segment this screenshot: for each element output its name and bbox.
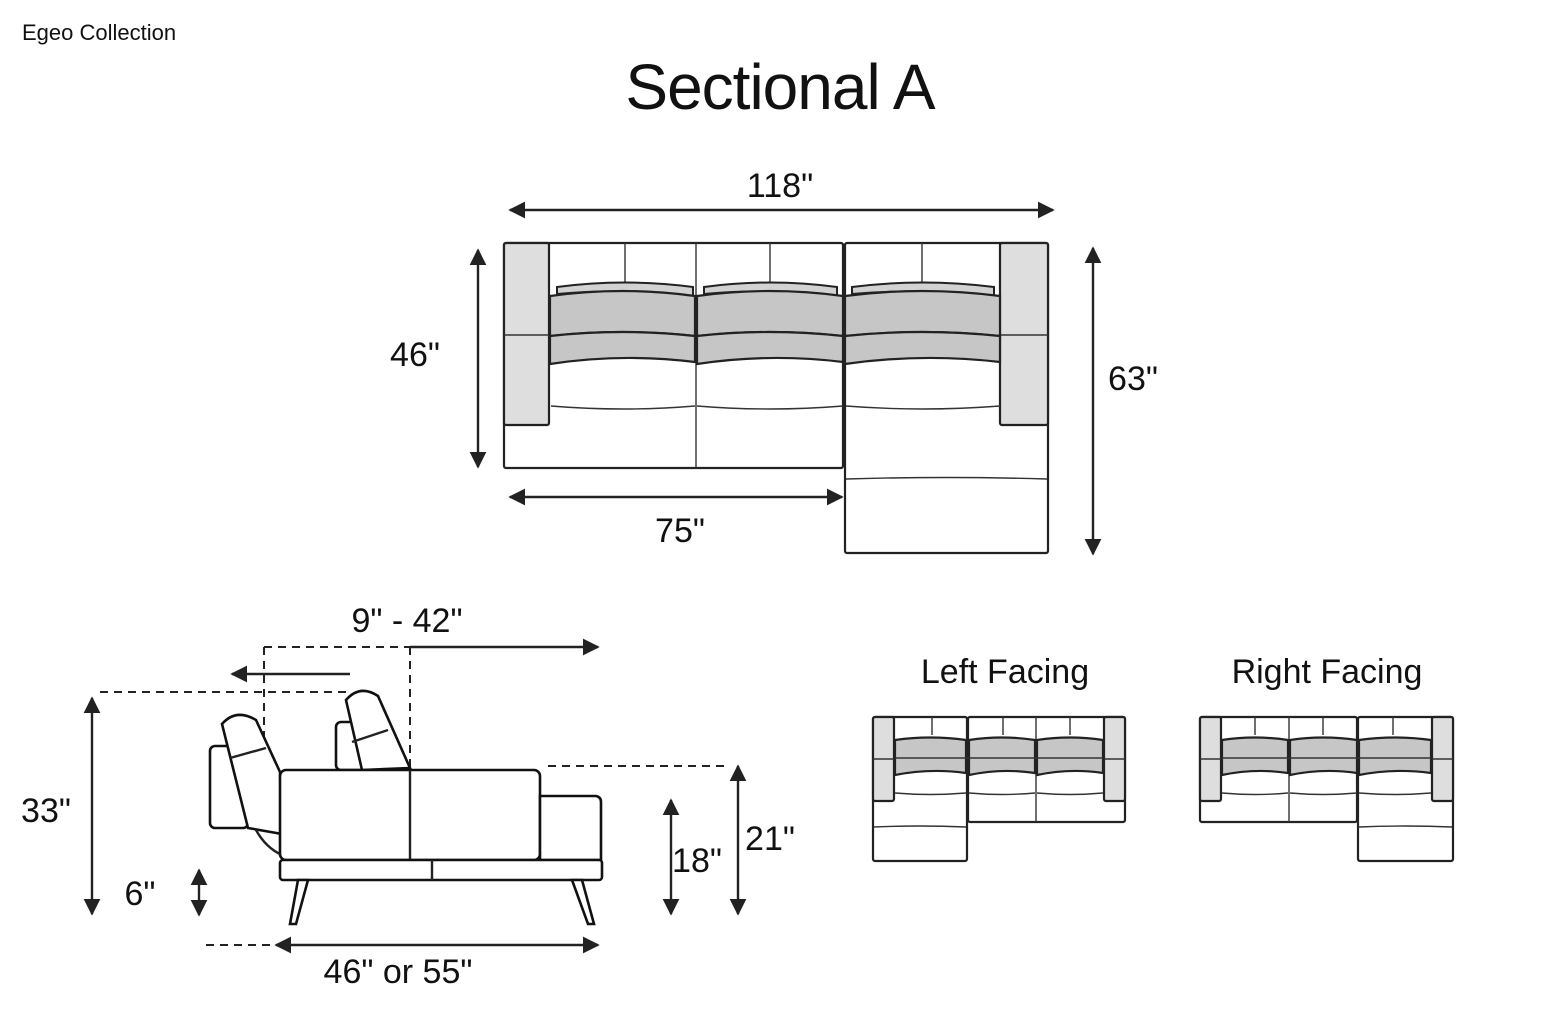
brand-name: Egeo Collection [22,20,177,45]
dimension-seat-height: 18" [672,842,722,880]
back-cushion [548,289,697,338]
dimension-leg-height: 6" [125,875,156,913]
front-leg [288,878,310,926]
back-leg [570,878,596,926]
config-label-right-facing: Right Facing [1232,653,1423,691]
arm-profile [538,794,603,862]
back-cushion [843,330,1002,366]
back-cushion [695,330,845,366]
back-cushion [843,289,1002,338]
dimension-height-overall: 33" [21,792,71,830]
upright-headrest [344,689,412,772]
side-view-profile: 9" - 42" 33" 6" 18" 21" 46" or 55" [21,602,795,991]
left-armrest [502,241,551,427]
base-frame [278,858,604,882]
dimension-width-overall: 118" [747,167,813,205]
config-left-facing: Left Facing [871,653,1127,863]
dimension-sofa-width: 75" [655,512,705,550]
page-title: Sectional A [625,51,935,123]
right-armrest [998,241,1050,427]
back-cushion [548,330,697,366]
back-cushion [695,289,845,338]
dimension-seat-depth: 46" or 55" [324,953,473,991]
config-label-left-facing: Left Facing [921,653,1089,691]
top-view-sectional: 118" 46" 63" 75" [390,167,1158,556]
dimension-chaise-depth: 63" [1108,360,1158,398]
config-right-facing: Right Facing [1198,653,1455,863]
dimension-sofa-depth: 46" [390,336,440,374]
dimension-headrest-travel: 9" - 42" [351,602,462,640]
dimension-arm-height: 21" [745,820,795,858]
